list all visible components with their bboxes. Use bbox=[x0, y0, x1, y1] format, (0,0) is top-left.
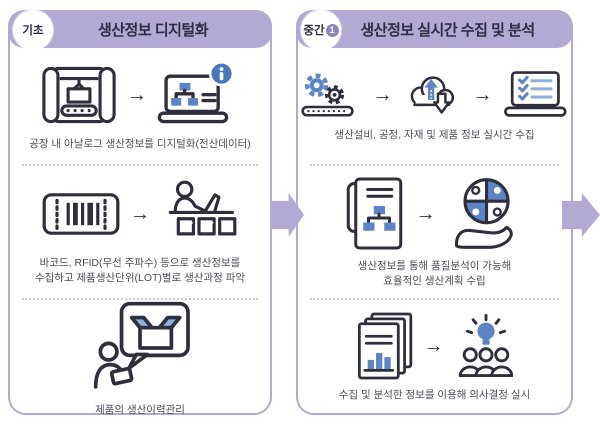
panel-basic-header: 기초 생산정보 디지털화 bbox=[8, 10, 272, 50]
basic-step-2-icons: → bbox=[41, 179, 239, 249]
mid-level-badge-number: 1 bbox=[325, 23, 339, 37]
panel-mid-realtime-analysis: 중간 1 생산정보 실시간 수집 및 분석 bbox=[296, 10, 573, 415]
report-flowchart-icon bbox=[346, 177, 402, 250]
mid-step-2-icons: → bbox=[345, 175, 525, 252]
panel-mid-title: 생산정보 실시간 수집 및 분석 bbox=[360, 21, 535, 39]
mid-step-1-icons: → → bbox=[300, 69, 570, 121]
document-stack-chart-icon bbox=[357, 312, 412, 380]
basic-step-1: → 공장 내 아날로그 생산정보를 디지털화(전산데이터) bbox=[22, 48, 258, 164]
laptop-checklist-icon bbox=[503, 71, 567, 117]
mid-step-1-caption: 생산설비, 공정, 자재 및 제품 정보 실시간 수집 bbox=[334, 129, 535, 142]
right-arrow-icon: → bbox=[130, 202, 150, 225]
gears-machine-icon bbox=[300, 73, 354, 117]
mid-level-badge: 중간 1 bbox=[301, 10, 341, 50]
basic-level-badge: 기초 bbox=[13, 10, 53, 50]
basic-step-1-icons: → bbox=[40, 60, 240, 130]
mid-step-2: → 생산정보를 통해 품질분석이 가능해 효율적인 생산계획 수립 bbox=[310, 164, 559, 298]
barcode-ticket-icon bbox=[42, 193, 120, 235]
idea-team-icon bbox=[458, 314, 513, 378]
mid-step-1: → → bbox=[300, 48, 567, 164]
mid-step-3-icons: → bbox=[351, 311, 519, 381]
person-package-bubble-icon bbox=[93, 301, 190, 389]
basic-step-2: → 바코드, RFID(무선 주파수) 등으로 생산정보를 수집하고 제품생산단… bbox=[22, 164, 258, 298]
basic-step-3-icons bbox=[88, 300, 192, 396]
worker-checklist-icon bbox=[168, 180, 237, 236]
panel-mid-header: 중간 1 생산정보 실시간 수집 및 분석 bbox=[296, 10, 573, 50]
right-arrow-icon: → bbox=[472, 84, 493, 107]
right-arrow-icon: → bbox=[415, 202, 436, 225]
blueprint-machine-icon bbox=[42, 67, 116, 124]
mid-step-2-caption: 생산정보를 통해 품질분석이 가능해 효율적인 생산계획 수립 bbox=[357, 260, 512, 287]
mid-step-3-caption: 수집 및 분석한 정보를 이용해 의사결정 실시 bbox=[338, 388, 531, 401]
mid-step-3: → 수집 및 분석한 정보를 이용해 의사결정 실시 bbox=[310, 298, 559, 413]
hand-puzzle-globe-icon bbox=[454, 178, 513, 250]
mid-level-badge-label: 중간 bbox=[303, 25, 325, 37]
basic-step-3: 제품의 생산이력관리 bbox=[22, 298, 258, 418]
basic-step-1-caption: 공장 내 아날로그 생산정보를 디지털화(전산데이터) bbox=[29, 137, 251, 150]
right-arrow-icon: → bbox=[372, 84, 393, 107]
panel-basic-title: 생산정보 디지털화 bbox=[97, 21, 209, 39]
basic-step-2-caption: 바코드, RFID(무선 주파수) 등으로 생산정보를 수집하고 제품생산단위(… bbox=[34, 256, 246, 284]
laptop-diagram-info-icon bbox=[157, 60, 235, 123]
right-arrow-icon: → bbox=[423, 334, 444, 357]
basic-level-badge-label: 기초 bbox=[22, 25, 44, 37]
right-arrow-icon: → bbox=[127, 84, 147, 107]
cloud-sync-icon bbox=[410, 76, 454, 114]
basic-step-3-caption: 제품의 생산이력관리 bbox=[95, 404, 185, 416]
panel-basic-digitalization: 기초 생산정보 디지털화 → bbox=[8, 10, 272, 418]
